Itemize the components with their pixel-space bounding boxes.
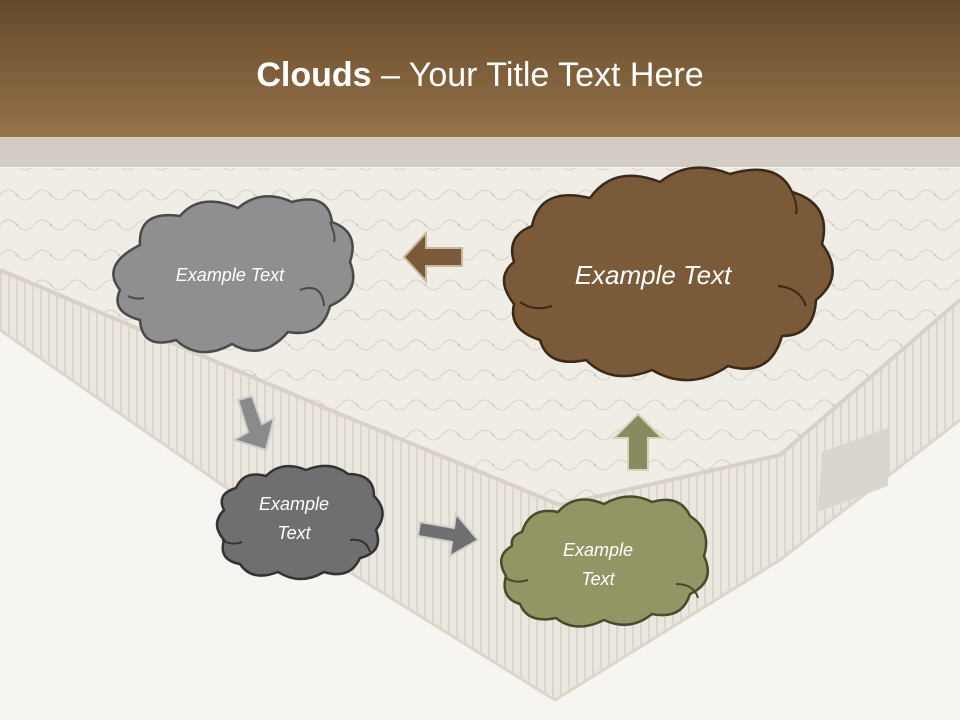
arrow-left-icon: [402, 230, 463, 284]
arrow-down-icon: [231, 394, 276, 452]
cloud-top-right-label: Example Text: [574, 259, 732, 290]
mattress-tag: [818, 427, 890, 512]
title-bar: Clouds – Your Title Text Here: [0, 0, 960, 137]
cloud-top-left-label: Example Text: [175, 264, 285, 285]
title-rest: Your Title Text Here: [408, 56, 704, 94]
cloud-bottom-right-line1: Example: [562, 540, 634, 560]
title-dash: –: [371, 56, 409, 94]
title-underband: [0, 137, 960, 167]
cloud-top-right: [502, 166, 834, 382]
slide-title: Clouds – Your Title Text Here: [0, 50, 960, 100]
cloud-bottom-left-line2: Text: [277, 523, 311, 543]
arrow-right-icon: [416, 511, 480, 558]
cloud-bottom-right-label: Example Text: [536, 536, 660, 594]
cloud-bottom-right-line2: Text: [581, 569, 615, 589]
cloud-bottom-left-label: Example Text: [234, 490, 354, 548]
cloud-bottom-left: [215, 464, 384, 581]
title-bold: Clouds: [256, 56, 372, 94]
cloud-bottom-left-line1: Example: [258, 494, 330, 514]
cloud-bottom-right: [499, 495, 709, 628]
arrow-up-icon: [611, 412, 665, 471]
cloud-top-left: [112, 195, 355, 354]
